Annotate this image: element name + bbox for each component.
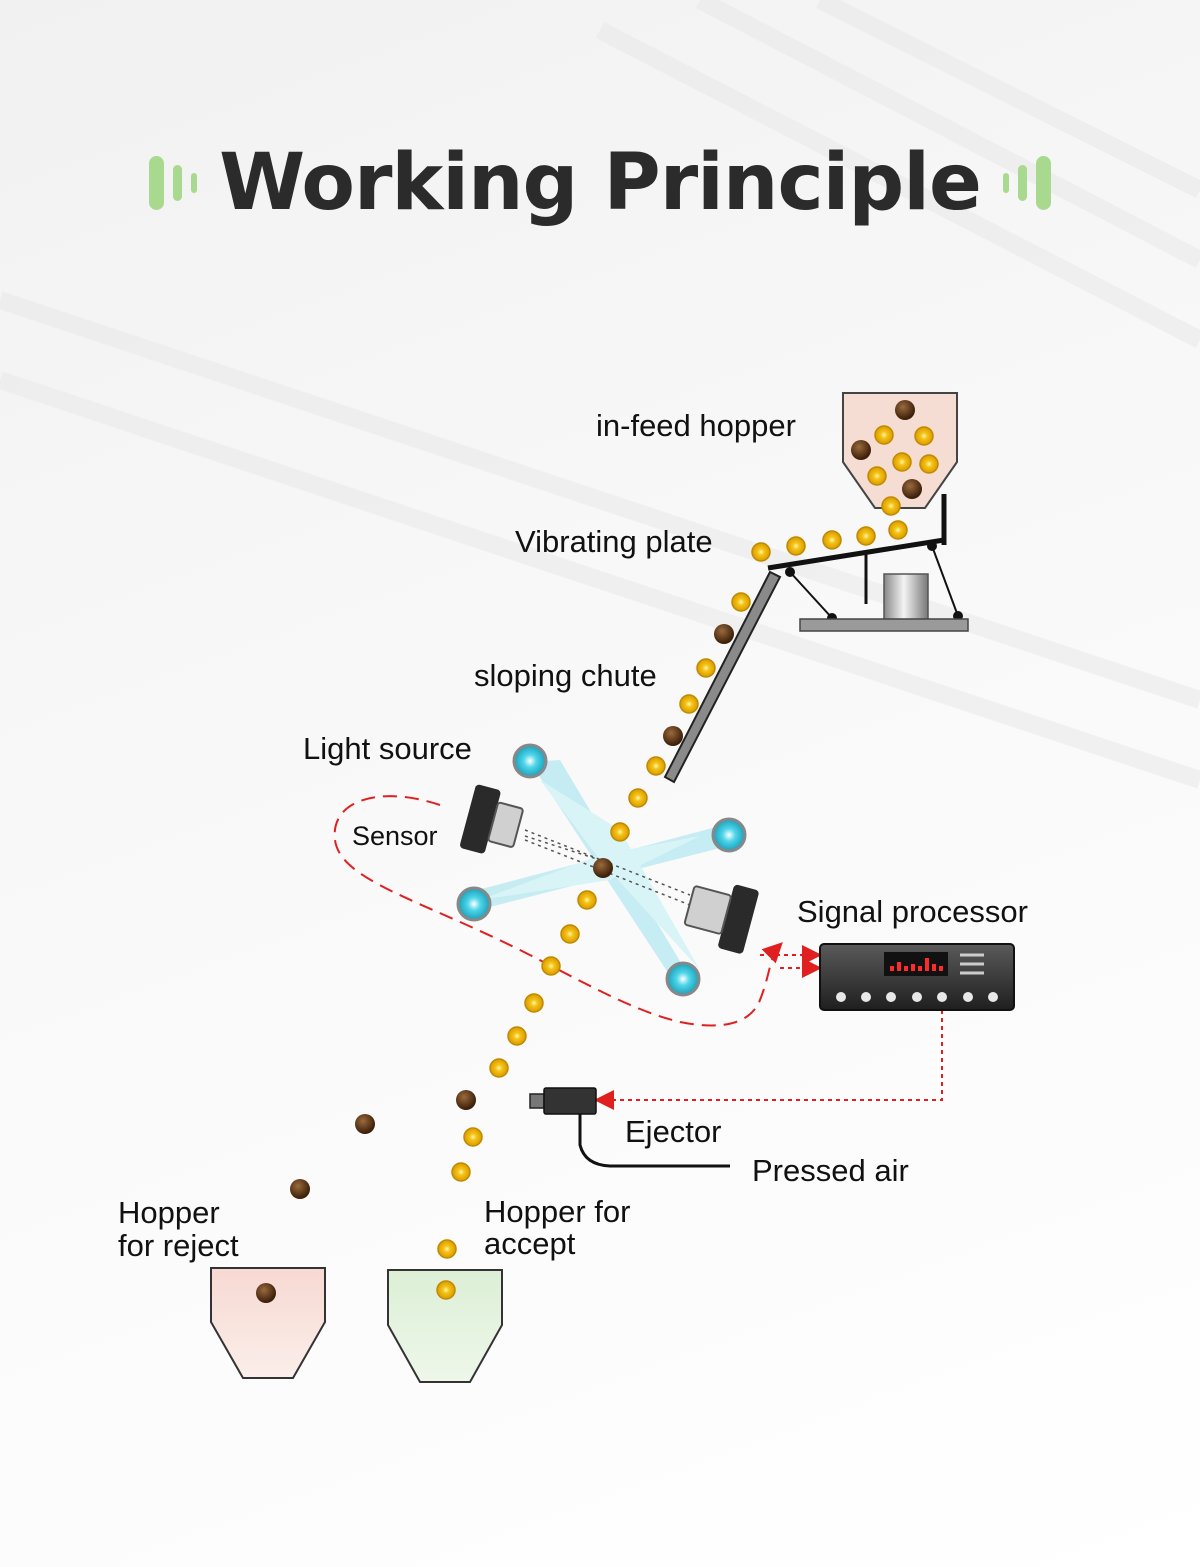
label-in-feed-hopper: in-feed hopper bbox=[596, 408, 796, 443]
good-beans bbox=[436, 425, 939, 1300]
page-title: Working Principle bbox=[219, 138, 982, 228]
label-light-source: Light source bbox=[303, 731, 472, 766]
vibrating-plate bbox=[767, 494, 969, 632]
label-vibrating-plate: Vibrating plate bbox=[515, 524, 713, 559]
hopper-for-accept bbox=[387, 1269, 503, 1383]
title-row: Working Principle bbox=[0, 128, 1200, 238]
label-ejector: Ejector bbox=[625, 1114, 721, 1149]
label-signal-processor: Signal processor bbox=[797, 894, 1028, 929]
bad-beans bbox=[256, 400, 922, 1303]
ejector bbox=[529, 1087, 730, 1168]
light-source-lamp bbox=[456, 743, 747, 997]
label-hopper-accept-line2: accept bbox=[484, 1226, 576, 1261]
signal-processor bbox=[819, 943, 1015, 1011]
hopper-for-reject bbox=[210, 1267, 326, 1379]
label-pressed-air: Pressed air bbox=[752, 1153, 909, 1188]
signal-paths bbox=[333, 795, 943, 1110]
label-sloping-chute: sloping chute bbox=[474, 658, 657, 693]
label-hopper-reject-line2: for reject bbox=[118, 1228, 239, 1263]
label-sensor: Sensor bbox=[352, 821, 438, 851]
label-hopper-reject-line1: Hopper bbox=[118, 1195, 220, 1230]
sensor-camera-right bbox=[683, 884, 759, 954]
title-decoration-right bbox=[1002, 156, 1051, 210]
sloping-chute bbox=[663, 570, 782, 784]
sensor-camera-left bbox=[460, 784, 524, 854]
sensor-sight-lines bbox=[524, 829, 691, 906]
title-decoration-left bbox=[149, 156, 198, 210]
label-hopper-accept-line1: Hopper for bbox=[484, 1194, 630, 1229]
